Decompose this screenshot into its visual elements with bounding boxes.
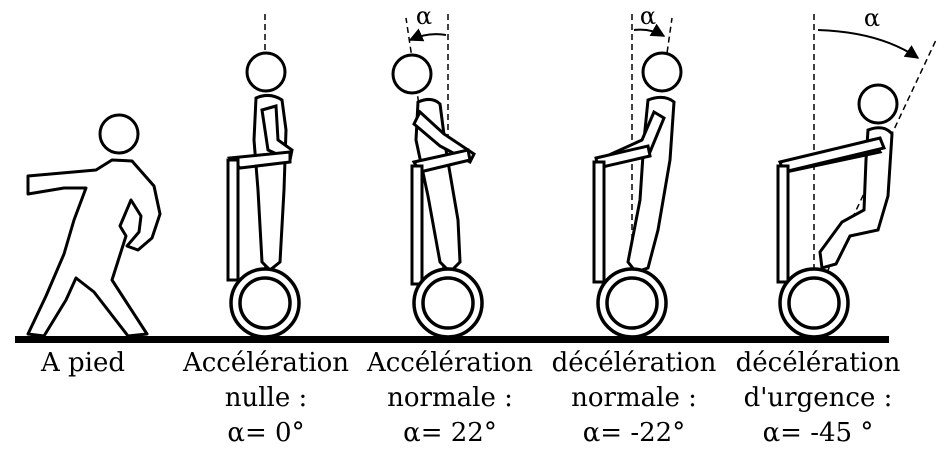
caption-line: A pied	[40, 348, 126, 378]
caption-line: normale :	[571, 383, 697, 413]
tilt-arc	[408, 28, 446, 42]
alpha-label-decel: α	[640, 2, 656, 30]
caption-line: Accélération	[182, 348, 350, 378]
caption-zero: Accélération nulle : α= 0°	[176, 346, 356, 451]
steering-column	[228, 160, 238, 280]
segway-urgent	[778, 14, 936, 337]
steering-column	[412, 166, 422, 284]
caption-urgent: décélération d'urgence : α= -45 °	[728, 346, 908, 451]
caption-line: normale :	[387, 383, 513, 413]
caption-line: α= 22°	[403, 418, 497, 448]
tilt-arc	[634, 23, 666, 36]
rider-head	[247, 53, 285, 91]
rider-head	[393, 55, 431, 93]
rider-arm	[262, 106, 292, 160]
caption-line: α= -45 °	[762, 418, 874, 448]
rider-body	[628, 97, 674, 272]
rider-arm	[414, 112, 474, 162]
caption-line: décélération	[551, 348, 717, 378]
rider-head	[859, 85, 897, 123]
walker-body	[28, 160, 160, 336]
ground-line	[15, 336, 889, 343]
rider-head	[643, 53, 681, 91]
caption-decel: décélération normale : α= -22°	[544, 346, 724, 451]
wheel-inner	[240, 278, 290, 328]
wheel-inner	[607, 278, 657, 328]
walker-head	[100, 115, 138, 153]
walking-figure	[28, 115, 160, 336]
segway-decel	[594, 14, 681, 337]
wheel-inner	[423, 278, 473, 328]
tilt-arc	[818, 30, 920, 58]
caption-line: α= 0°	[227, 418, 305, 448]
segway-accel	[393, 14, 482, 337]
caption-line: d'urgence :	[743, 383, 893, 413]
caption-line: nulle :	[224, 383, 308, 413]
steering-column	[594, 162, 604, 282]
caption-line: décélération	[735, 348, 901, 378]
segway-zero	[228, 14, 299, 337]
caption-line: Accélération	[366, 348, 534, 378]
caption-walk: A pied	[0, 346, 173, 381]
alpha-label-accel: α	[416, 2, 432, 30]
rider-body	[820, 128, 892, 268]
caption-accel: Accélération normale : α= 22°	[360, 346, 540, 451]
steering-column	[778, 166, 788, 282]
wheel-inner	[789, 278, 839, 328]
caption-line: α= -22°	[582, 418, 686, 448]
rider-body	[416, 99, 460, 272]
alpha-label-urgent: α	[864, 4, 880, 32]
